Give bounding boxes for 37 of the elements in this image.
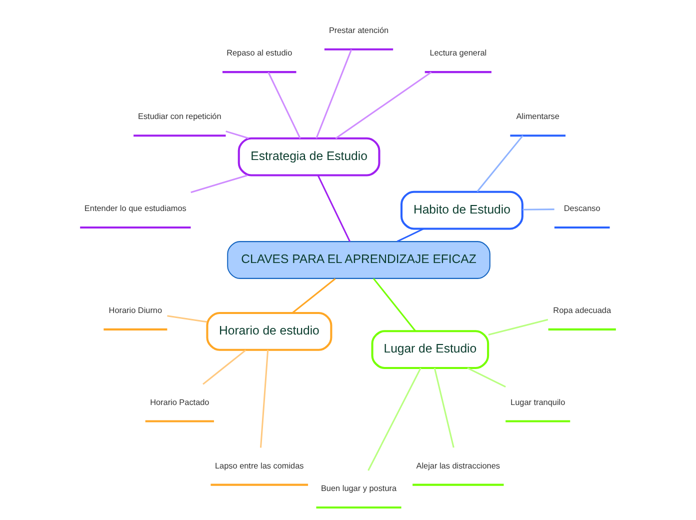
connector: [522, 208, 554, 210]
node-box: Horario de estudio: [206, 312, 332, 351]
node-box: CLAVES PARA EL APRENDIZAJE EFICAZ: [227, 241, 490, 279]
connector: [372, 278, 416, 332]
connector: [190, 174, 248, 194]
connector: [226, 130, 249, 139]
connector: [317, 175, 351, 242]
node-text: Entender lo que estudiamos: [84, 204, 186, 213]
node-text: Lectura general: [430, 48, 487, 58]
node-text: Alejar las distracciones: [416, 461, 500, 470]
connector: [316, 49, 352, 139]
connector: [396, 228, 424, 242]
connector: [467, 367, 506, 388]
connector: [335, 72, 432, 139]
connector: [488, 318, 548, 336]
connector: [260, 350, 269, 448]
connector: [476, 135, 524, 192]
node-box: Estrategia de Estudio: [238, 137, 380, 176]
node-box: Lugar de Estudio: [371, 330, 490, 370]
connector: [434, 368, 454, 448]
node-text: Lapso entre las comidas: [214, 461, 304, 470]
node-box: Habito de Estudio: [400, 190, 524, 230]
connector: [202, 350, 246, 385]
node-text: Estudiar con repetición: [138, 112, 222, 122]
node-text: Lugar tranquilo: [510, 398, 566, 407]
node-text: Descanso: [564, 204, 600, 213]
node-text: Horario Diurno: [108, 306, 162, 315]
connector: [292, 278, 336, 314]
connector: [368, 368, 422, 471]
node-text: Horario Pactado: [150, 398, 210, 407]
node-text: Ropa adecuada: [553, 306, 612, 315]
node-text: Repaso al estudio: [226, 48, 292, 58]
node-text: Buen lugar y postura: [320, 484, 397, 494]
node-text: Prestar atención: [328, 26, 389, 35]
node-text: Alimentarse: [516, 112, 560, 122]
connector: [167, 315, 208, 323]
connector: [268, 72, 301, 139]
